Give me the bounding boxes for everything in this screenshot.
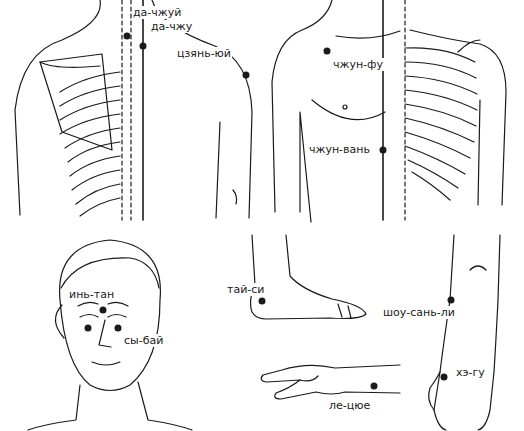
foot-figure bbox=[251, 235, 366, 319]
point-label: тай-си bbox=[226, 283, 265, 296]
point-label: да-чжуй bbox=[132, 6, 182, 19]
point-label: шоу-сань-ли bbox=[382, 306, 456, 319]
arm-figure bbox=[429, 235, 500, 430]
point-label: инь-тан bbox=[68, 288, 115, 301]
chest-figure bbox=[272, 0, 506, 222]
point-label: цзянь-юй bbox=[176, 47, 232, 60]
acupoint-dots bbox=[85, 33, 455, 390]
back-figure bbox=[15, 0, 252, 220]
point-label: сы-бай bbox=[123, 334, 164, 347]
head-figure bbox=[28, 240, 192, 430]
hand-figure bbox=[261, 365, 400, 399]
point-label: чжун-вань bbox=[308, 143, 371, 156]
point-label: хэ-гу bbox=[455, 366, 486, 379]
point-label: да-чжу bbox=[150, 20, 193, 33]
point-label: чжун-фу bbox=[332, 58, 384, 71]
point-label: ле-цюе bbox=[328, 399, 371, 412]
